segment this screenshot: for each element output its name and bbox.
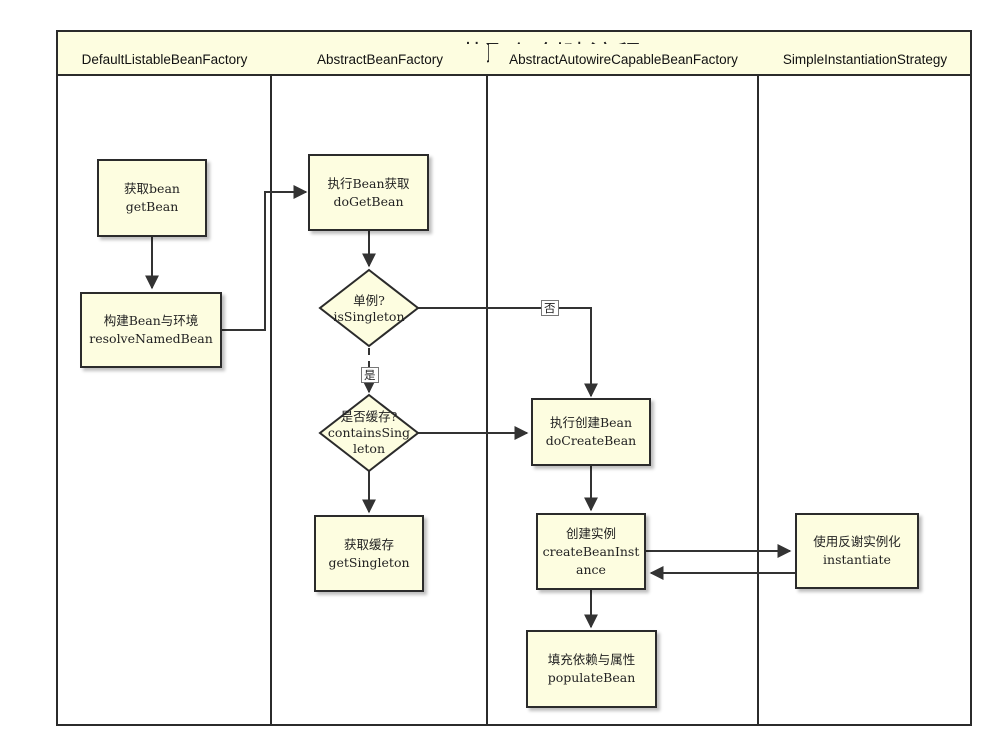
node-resolve-named-bean-title: 构建Bean与环境 <box>103 313 199 328</box>
node-do-create-bean-title: 执行创建Bean <box>549 415 633 430</box>
lane-header-default-listable-bean-factory: DefaultListableBeanFactory <box>58 44 271 76</box>
lane-divider-2 <box>486 74 488 724</box>
node-do-get-bean: 执行Bean获取 doGetBean <box>308 154 429 231</box>
node-get-bean-method: getBean <box>125 199 179 214</box>
edge-label-yes: 是 <box>361 367 379 383</box>
diamond-contains-singleton-method: containsSingleton <box>327 425 411 456</box>
node-instantiate-method: instantiate <box>823 552 891 567</box>
node-get-bean-title: 获取bean <box>124 181 180 196</box>
diamond-is-singleton-method: isSingleton <box>333 309 405 324</box>
node-create-bean-instance-method: createBeanInstance <box>542 543 640 577</box>
node-get-singleton: 获取缓存 getSingleton <box>314 515 424 592</box>
node-create-bean-instance: 创建实例 createBeanInstance <box>536 513 646 590</box>
lane-header-abstract-bean-factory: AbstractBeanFactory <box>273 44 487 76</box>
node-get-singleton-method: getSingleton <box>328 554 410 570</box>
lane-header-simple-instantiation-strategy: SimpleInstantiationStrategy <box>760 44 970 76</box>
node-resolve-named-bean: 构建Bean与环境 resolveNamedBean <box>80 292 222 368</box>
edge-label-no: 否 <box>541 300 559 316</box>
node-resolve-named-bean-method: resolveNamedBean <box>89 331 213 346</box>
node-do-get-bean-method: doGetBean <box>333 193 404 209</box>
node-create-bean-instance-title: 创建实例 <box>565 525 616 541</box>
diamond-contains-singleton-text: 是否缓存? containsSingleton <box>326 405 412 461</box>
node-populate-bean-title: 填充依赖与属性 <box>547 652 636 667</box>
node-do-create-bean-method: doCreateBean <box>545 433 637 448</box>
diagram-frame: bean 获取与创建流程 <box>56 30 972 726</box>
node-populate-bean-method: populateBean <box>547 670 636 685</box>
node-do-get-bean-title: 执行Bean获取 <box>327 175 410 191</box>
diamond-is-singleton-text: 单例? isSingleton <box>328 285 410 333</box>
lane-header-abstract-autowire-capable-bean-factory: AbstractAutowireCapableBeanFactory <box>489 44 758 76</box>
diamond-contains-singleton-question: 是否缓存? <box>340 409 398 424</box>
node-get-singleton-title: 获取缓存 <box>343 536 394 552</box>
node-instantiate-title: 使用反谢实例化 <box>813 534 901 549</box>
lane-divider-3 <box>757 74 759 724</box>
lane-divider-1 <box>270 74 272 724</box>
diamond-is-singleton-question: 单例? <box>353 293 385 308</box>
node-get-bean: 获取bean getBean <box>97 159 207 237</box>
node-populate-bean: 填充依赖与属性 populateBean <box>526 630 657 708</box>
node-instantiate: 使用反谢实例化 instantiate <box>795 513 919 589</box>
node-do-create-bean: 执行创建Bean doCreateBean <box>531 398 651 466</box>
